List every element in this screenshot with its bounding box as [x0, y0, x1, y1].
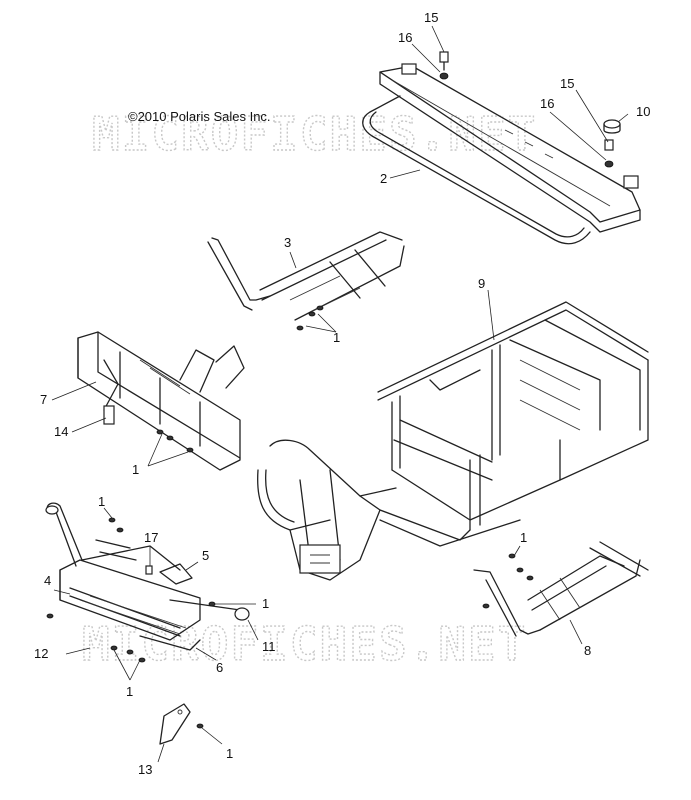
callout-15-top: 15	[424, 10, 438, 25]
grommet-11	[234, 607, 250, 621]
bumper-4	[45, 502, 241, 641]
callout-16-top: 16	[398, 30, 412, 45]
callout-1-bumper-bottom: 1	[126, 684, 133, 699]
callout-1-bumper-top: 1	[98, 494, 105, 509]
nut-16-right	[604, 160, 614, 168]
callout-16-right: 16	[540, 96, 554, 111]
fasteners-1-upper	[296, 305, 324, 331]
callout-12: 12	[34, 646, 48, 661]
fasteners-1-bumper	[108, 517, 216, 663]
callout-1-front: 1	[132, 462, 139, 477]
callout-1-plate: 1	[226, 746, 233, 761]
fasteners-1-right	[482, 553, 534, 609]
cap-10	[603, 119, 621, 134]
cargo-box-frame	[362, 63, 641, 245]
bumper-plate-6	[139, 635, 201, 651]
main-frame-9	[256, 301, 649, 581]
watermark-top: MICROFICHES.NET	[92, 107, 537, 161]
callout-5: 5	[202, 548, 209, 563]
callout-3: 3	[284, 235, 291, 250]
bolt-17	[145, 565, 153, 575]
callout-13: 13	[138, 762, 152, 777]
callout-10: 10	[636, 104, 650, 119]
callout-14: 14	[54, 424, 68, 439]
callout-7: 7	[40, 392, 47, 407]
guard-5	[159, 563, 193, 585]
plate-13	[159, 703, 191, 745]
fasteners-1-front	[156, 429, 194, 453]
leader-lines	[51, 25, 629, 763]
bolt-15-top	[439, 51, 449, 71]
bolt-15-right	[604, 139, 614, 151]
callout-11: 11	[262, 639, 276, 654]
callout-8: 8	[584, 643, 591, 658]
callout-labels: 15 16 15 10 16 2 3 1 9 7 14 1 1 17 5 4 1…	[34, 10, 650, 777]
callout-1-upper: 1	[333, 330, 340, 345]
callout-4: 4	[44, 573, 51, 588]
copyright-text: ©2010 Polaris Sales Inc.	[128, 109, 271, 124]
callout-9: 9	[478, 276, 485, 291]
front-frame-7	[77, 331, 245, 471]
callout-15-right: 15	[560, 76, 574, 91]
callout-17: 17	[144, 530, 158, 545]
callout-2: 2	[380, 171, 387, 186]
fastener-1-plate	[196, 723, 204, 729]
seat-bracket-3	[207, 231, 405, 321]
seat-bracket-8	[473, 541, 649, 637]
callout-1-bumper-right: 1	[262, 596, 269, 611]
nut-16-top	[439, 72, 449, 80]
callout-1-right: 1	[520, 530, 527, 545]
callout-6: 6	[216, 660, 223, 675]
bolt-12	[46, 613, 54, 619]
